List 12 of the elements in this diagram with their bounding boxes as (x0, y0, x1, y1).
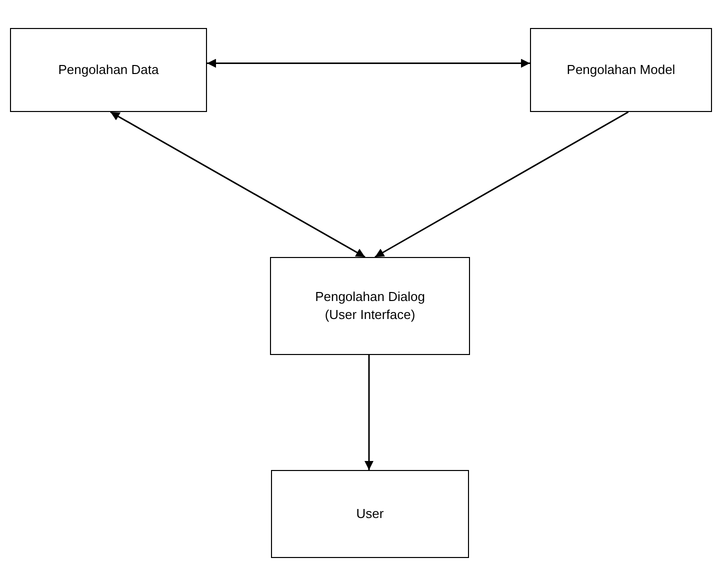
process-box (271, 470, 469, 558)
box-label: Pengolahan Data (58, 61, 159, 79)
process-box (530, 28, 712, 112)
box-label: User (356, 505, 384, 523)
arrow (374, 111, 629, 258)
box-label: Pengolahan Dialog (User Interface) (314, 288, 426, 324)
arrow (364, 355, 374, 470)
process-box (10, 28, 207, 112)
box-label: Pengolahan Model (566, 61, 676, 79)
arrow (110, 111, 366, 258)
arrow (207, 58, 530, 68)
process-box (270, 257, 470, 355)
